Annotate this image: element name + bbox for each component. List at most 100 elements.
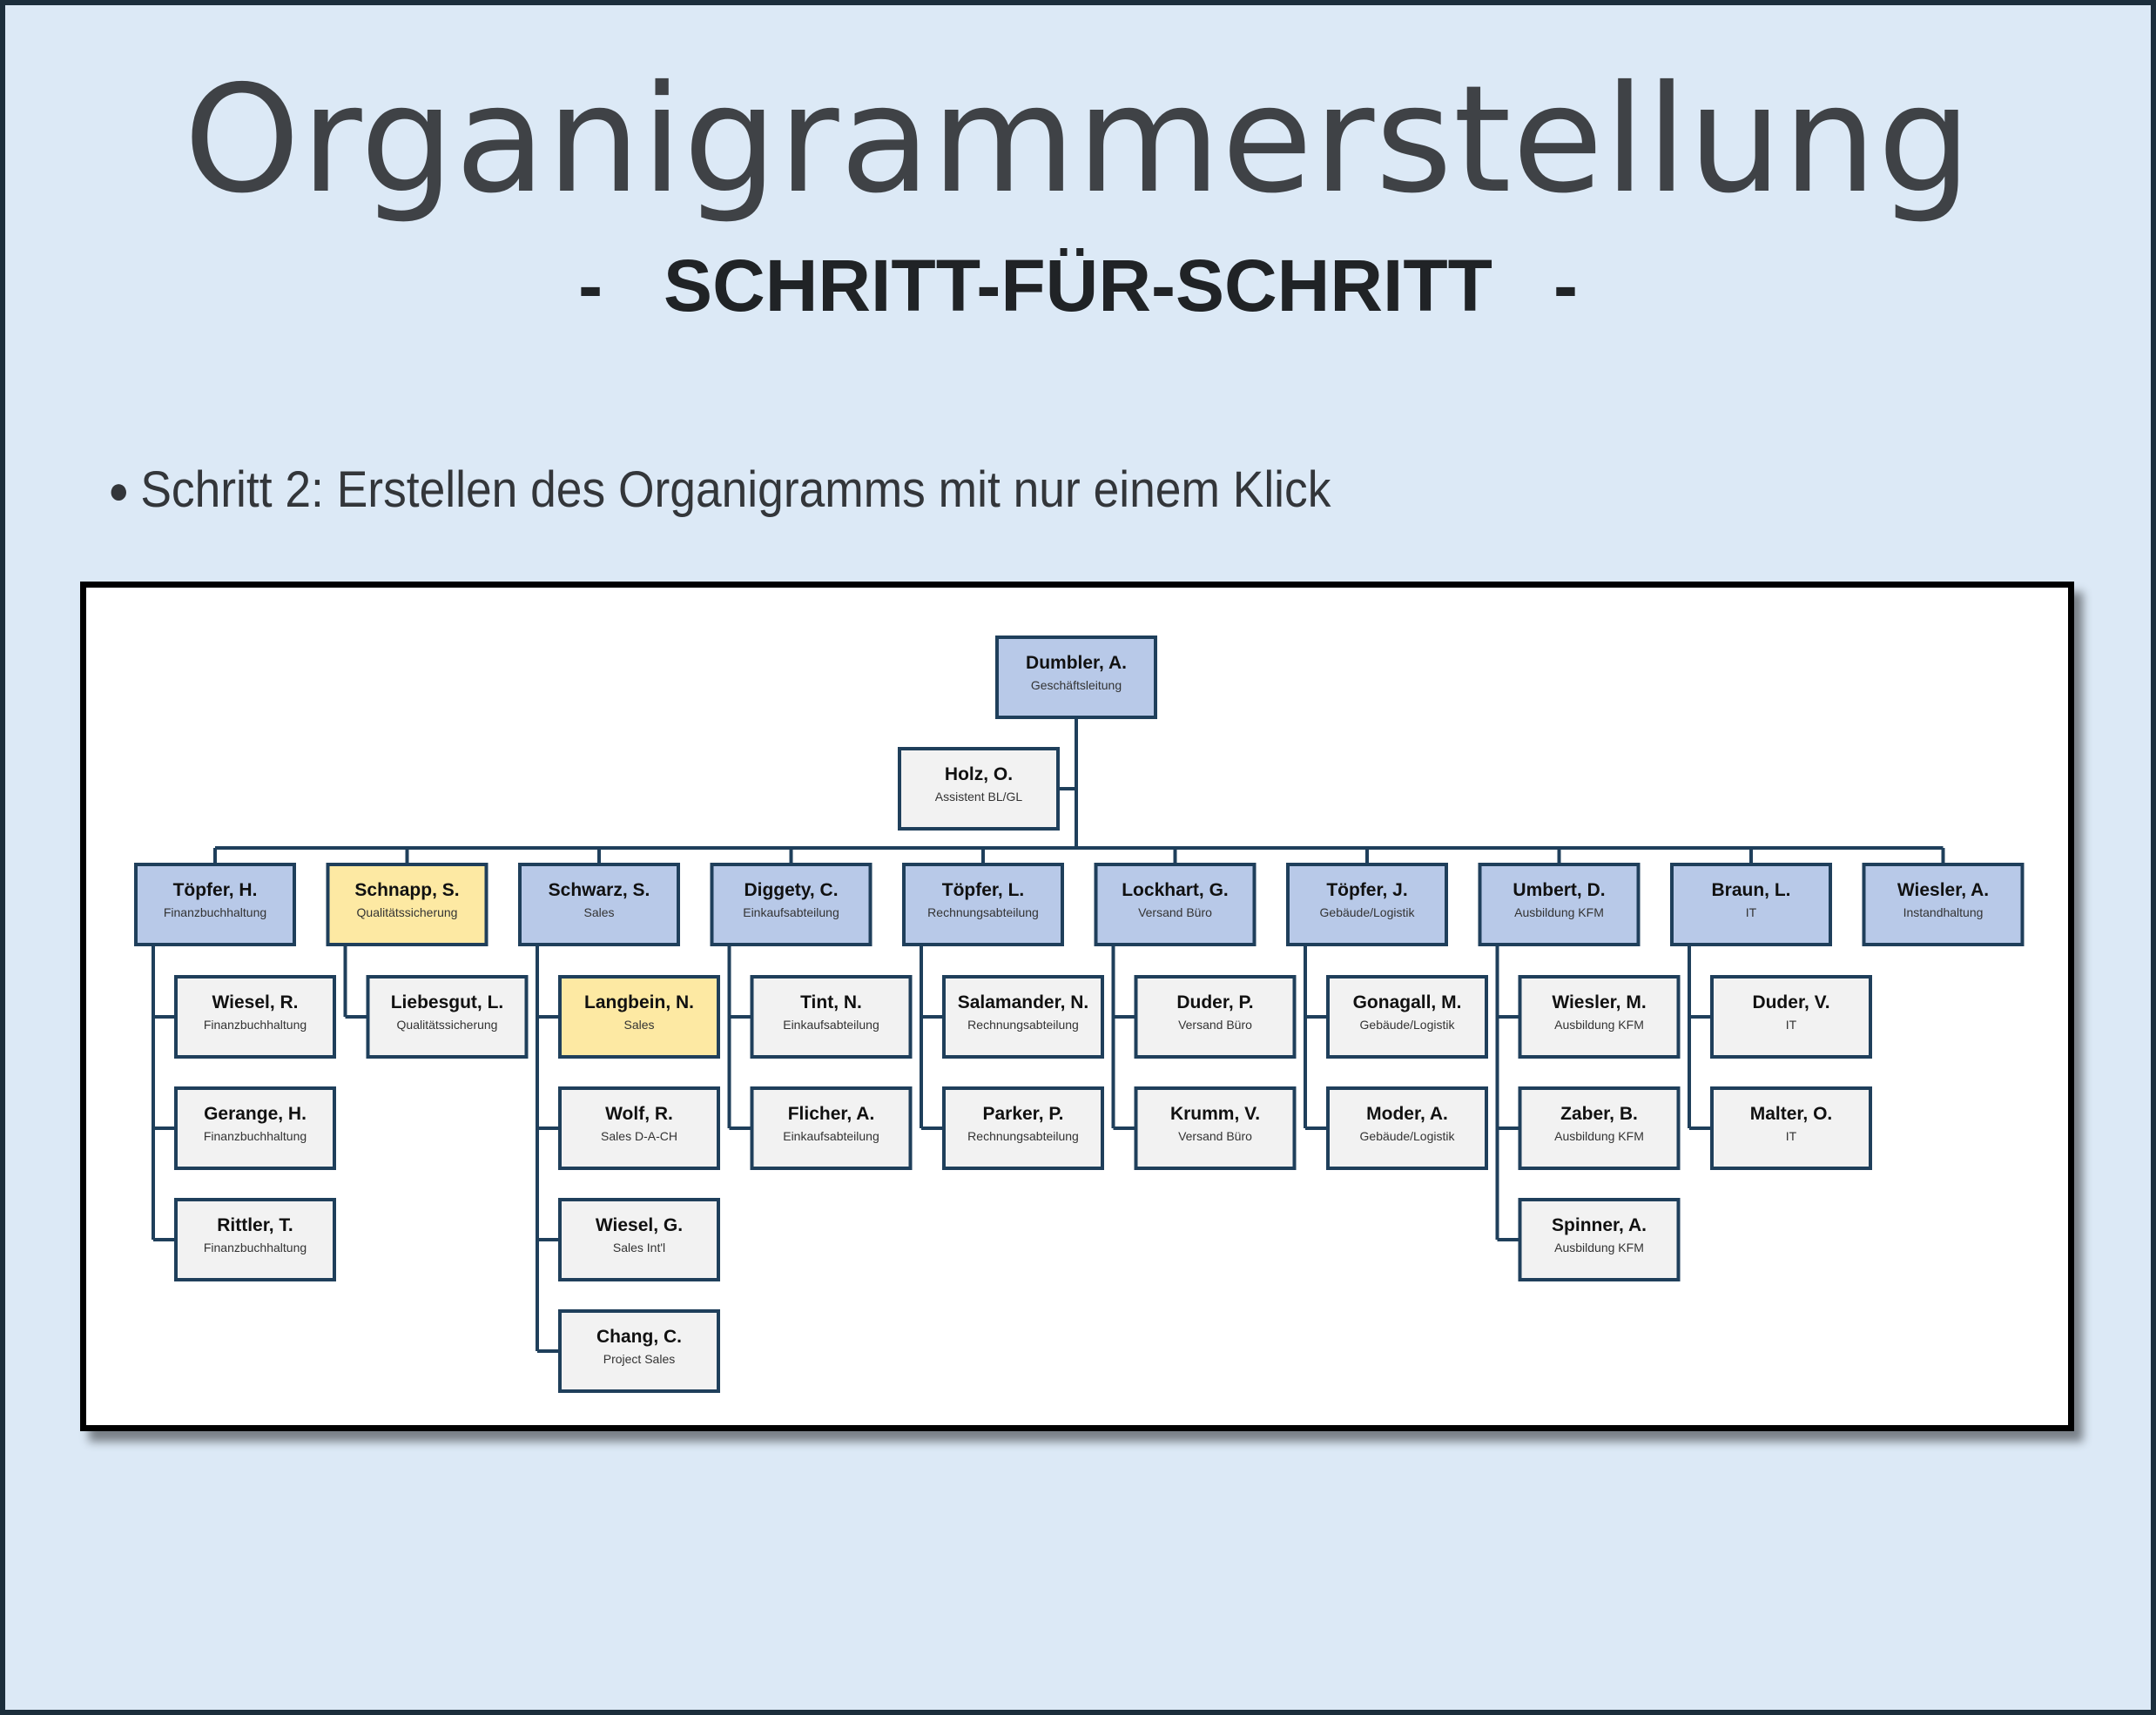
person-name: Wiesler, A. — [1897, 880, 1989, 900]
person-name: Parker, P. — [982, 1104, 1063, 1124]
person-role: Versand Büro — [1178, 1129, 1252, 1143]
org-node-member: Gonagall, M.Gebäude/Logistik — [1326, 975, 1488, 1059]
person-name: Krumm, V. — [1170, 1104, 1260, 1124]
org-box — [898, 747, 1060, 831]
person-name: Umbert, D. — [1513, 880, 1605, 900]
org-node-department: Schnapp, S. Qualitätssicherung — [326, 863, 488, 946]
org-node-top: Dumbler, A.Geschäftsleitung — [995, 636, 1157, 719]
person-name: Schnapp, S. — [354, 880, 459, 900]
org-box — [134, 863, 296, 946]
person-role: Ausbildung KFM — [1514, 905, 1604, 919]
org-node-member: Liebesgut, L. Qualitätssicherung — [366, 975, 529, 1059]
org-node-member: Malter, O. IT — [1710, 1086, 1872, 1170]
org-node-member: Flicher, A. Einkaufsabteilung — [750, 1086, 913, 1170]
person-role: Ausbildung KFM — [1554, 1241, 1644, 1254]
org-node-member: Wiesel, G.Sales Int'l — [558, 1198, 720, 1281]
person-name: Malter, O. — [1750, 1104, 1833, 1124]
subtitle-text: SCHRITT-FÜR-SCHRITT — [664, 245, 1492, 326]
person-role: Qualitätssicherung — [397, 1018, 498, 1032]
person-role: Versand Büro — [1138, 905, 1212, 919]
org-box — [1518, 975, 1681, 1059]
person-name: Flicher, A. — [788, 1104, 875, 1124]
org-box — [750, 975, 913, 1059]
person-role: Gebäude/Logistik — [1360, 1129, 1456, 1143]
person-name: Töpfer, J. — [1326, 880, 1407, 900]
org-box — [366, 975, 529, 1059]
org-node-department: Töpfer, L.Rechnungsabteilung — [902, 863, 1064, 946]
person-name: Moder, A. — [1366, 1104, 1448, 1124]
org-box — [174, 1198, 336, 1281]
person-role: Ausbildung KFM — [1554, 1018, 1644, 1032]
subtitle-dash-left: - — [578, 245, 603, 326]
person-name: Duder, V. — [1752, 992, 1829, 1012]
org-box — [710, 863, 873, 946]
org-box — [1134, 975, 1297, 1059]
person-name: Holz, O. — [945, 764, 1013, 784]
org-node-member: Spinner, A.Ausbildung KFM — [1518, 1198, 1681, 1281]
org-node-department: Schwarz, S. Sales — [518, 863, 680, 946]
page-subtitle: -SCHRITT-FÜR-SCHRITT- — [5, 242, 2151, 329]
person-role: Project Sales — [603, 1352, 675, 1366]
org-node-department: Töpfer, H.Finanzbuchhaltung — [134, 863, 296, 946]
org-node-member: Krumm, V. Versand Büro — [1134, 1086, 1297, 1170]
org-node-member: Gerange, H.Finanzbuchhaltung — [174, 1086, 336, 1170]
org-node-member: Rittler, T.Finanzbuchhaltung — [174, 1198, 336, 1281]
org-node-member: Tint, N.Einkaufsabteilung — [750, 975, 913, 1059]
org-node-member: Wolf, R.Sales D-A-CH — [558, 1086, 720, 1170]
org-node-member: Chang, C. Project Sales — [558, 1309, 720, 1393]
person-role: Sales D-A-CH — [601, 1129, 677, 1143]
org-node-department: Braun, L. IT — [1670, 863, 1832, 946]
org-box — [902, 863, 1064, 946]
person-name: Lockhart, G. — [1122, 880, 1229, 900]
person-name: Chang, C. — [596, 1327, 682, 1347]
org-box — [942, 975, 1104, 1059]
person-role: IT — [1786, 1129, 1797, 1143]
org-box — [558, 1198, 720, 1281]
org-node-member: Duder, P.Versand Büro — [1134, 975, 1297, 1059]
org-node-member: Salamander, N.Rechnungsabteilung — [942, 975, 1104, 1059]
org-box — [750, 1086, 913, 1170]
person-role: Einkaufsabteilung — [783, 1129, 879, 1143]
person-role: IT — [1746, 905, 1757, 919]
person-name: Liebesgut, L. — [391, 992, 504, 1012]
org-box — [1518, 1198, 1681, 1281]
org-node-member: Langbein, N.Sales — [558, 975, 720, 1059]
org-node-member: Zaber, B.Ausbildung KFM — [1518, 1086, 1681, 1170]
org-box — [1710, 1086, 1872, 1170]
org-node-member: Wiesler, M.Ausbildung KFM — [1518, 975, 1681, 1059]
org-box — [558, 975, 720, 1059]
person-name: Braun, L. — [1711, 880, 1790, 900]
person-name: Salamander, N. — [958, 992, 1089, 1012]
person-role: Gebäude/Logistik — [1360, 1018, 1456, 1032]
person-role: Versand Büro — [1178, 1018, 1252, 1032]
person-role: Sales — [623, 1018, 654, 1032]
person-role: Finanzbuchhaltung — [204, 1018, 307, 1032]
org-node-assistant: Holz, O. Assistent BL/GL — [898, 747, 1060, 831]
person-role: Sales Int'l — [613, 1241, 665, 1254]
org-box — [1862, 863, 2025, 946]
person-role: Qualitätssicherung — [357, 905, 458, 919]
person-role: Sales — [583, 905, 614, 919]
org-box — [326, 863, 488, 946]
person-name: Töpfer, L. — [942, 880, 1025, 900]
org-node-member: Moder, A. Gebäude/Logistik — [1326, 1086, 1488, 1170]
person-role: IT — [1786, 1018, 1797, 1032]
person-name: Diggety, C. — [744, 880, 838, 900]
person-role: Finanzbuchhaltung — [164, 905, 266, 919]
org-node-member: Duder, V. IT — [1710, 975, 1872, 1059]
org-box — [174, 1086, 336, 1170]
person-name: Rittler, T. — [217, 1215, 293, 1235]
org-box — [174, 975, 336, 1059]
org-box — [942, 1086, 1104, 1170]
person-name: Schwarz, S. — [549, 880, 650, 900]
person-role: Assistent BL/GL — [935, 790, 1023, 804]
org-box — [1478, 863, 1641, 946]
step-text: Schritt 2: Erstellen des Organigramms mi… — [140, 461, 1331, 518]
person-role: Rechnungsabteilung — [967, 1129, 1079, 1143]
org-node-department: Lockhart, G. Versand Büro — [1094, 863, 1257, 946]
person-role: Ausbildung KFM — [1554, 1129, 1644, 1143]
person-role: Finanzbuchhaltung — [204, 1129, 307, 1143]
